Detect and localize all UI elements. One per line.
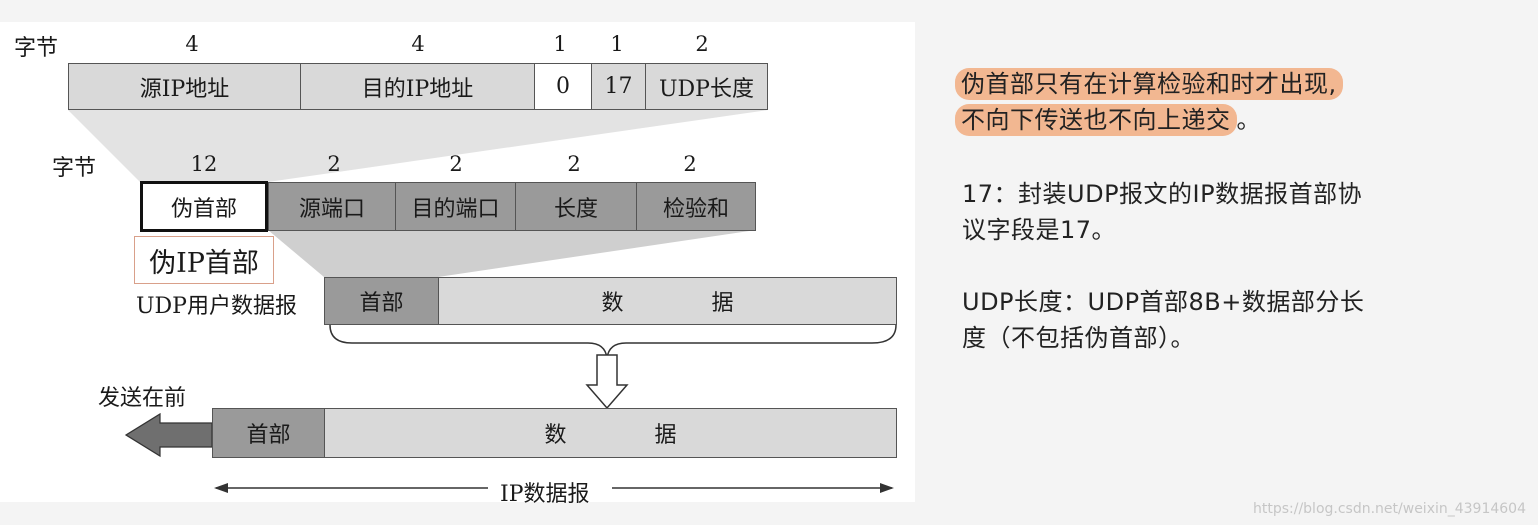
- field-pseudo-header: 伪首部: [140, 181, 268, 232]
- field-dst-ip: 目的IP地址: [300, 63, 535, 110]
- byte-label-1: 字节: [14, 36, 59, 61]
- field-zero: 0: [534, 63, 592, 110]
- ip-datagram-header: 首部: [212, 408, 325, 458]
- pseudo-header-funnel: [68, 110, 768, 182]
- note-length-line2: 度（不包括伪首部）。: [962, 324, 1195, 352]
- udp-datagram-label: UDP用户数据报: [136, 294, 297, 319]
- note-protocol-line1: 17：封装UDP报文的IP数据报首部协: [962, 180, 1363, 208]
- field-src-port: 源端口: [268, 182, 396, 231]
- size-label: 1: [553, 32, 567, 56]
- byte-label-2: 字节: [52, 156, 97, 181]
- pseudo-ip-note: 伪IP首部: [134, 236, 274, 284]
- note-tail: 。: [1236, 106, 1261, 134]
- note-pseudo-line1: 伪首部只有在计算检验和时才出现,: [955, 64, 1343, 100]
- ip-datagram-data: 数 据: [324, 408, 897, 458]
- brace: [329, 324, 897, 359]
- udp-datagram-data: 数 据: [438, 277, 897, 325]
- note-highlight: 不向下传送也不向上递交: [955, 104, 1237, 136]
- note-length-line1: UDP长度：UDP首部8B+数据部分长: [962, 288, 1365, 316]
- note-protocol-line2: 议字段是17。: [962, 216, 1117, 244]
- size-label: 4: [185, 32, 199, 56]
- left-arrow-icon: [124, 412, 213, 458]
- udp-header-funnel: [268, 230, 756, 277]
- field-length: 长度: [515, 182, 637, 231]
- size-label: 12: [190, 152, 218, 176]
- size-label: 2: [327, 152, 341, 176]
- send-first-label: 发送在前: [98, 386, 187, 411]
- note-pseudo-line2: 不向下传送也不向上递交。: [955, 100, 1261, 136]
- field-protocol: 17: [591, 63, 646, 110]
- watermark: https://blog.csdn.net/weixin_43914604: [1252, 501, 1526, 517]
- size-label: 2: [683, 152, 697, 176]
- size-label: 2: [695, 32, 709, 56]
- down-arrow-icon: [585, 354, 629, 410]
- ip-datagram-label: IP数据报: [500, 482, 590, 507]
- size-label: 2: [449, 152, 463, 176]
- field-src-ip: 源IP地址: [68, 63, 301, 110]
- udp-datagram-header: 首部: [324, 277, 439, 325]
- field-udp-length: UDP长度: [645, 63, 768, 110]
- field-checksum: 检验和: [636, 182, 756, 231]
- note-highlight: 伪首部只有在计算检验和时才出现,: [955, 68, 1343, 100]
- size-label: 2: [567, 152, 581, 176]
- span-left-arrowhead: [214, 483, 228, 493]
- size-label: 4: [411, 32, 425, 56]
- field-dst-port: 目的端口: [395, 182, 516, 231]
- span-right-arrowhead: [880, 483, 894, 493]
- size-label: 1: [610, 32, 624, 56]
